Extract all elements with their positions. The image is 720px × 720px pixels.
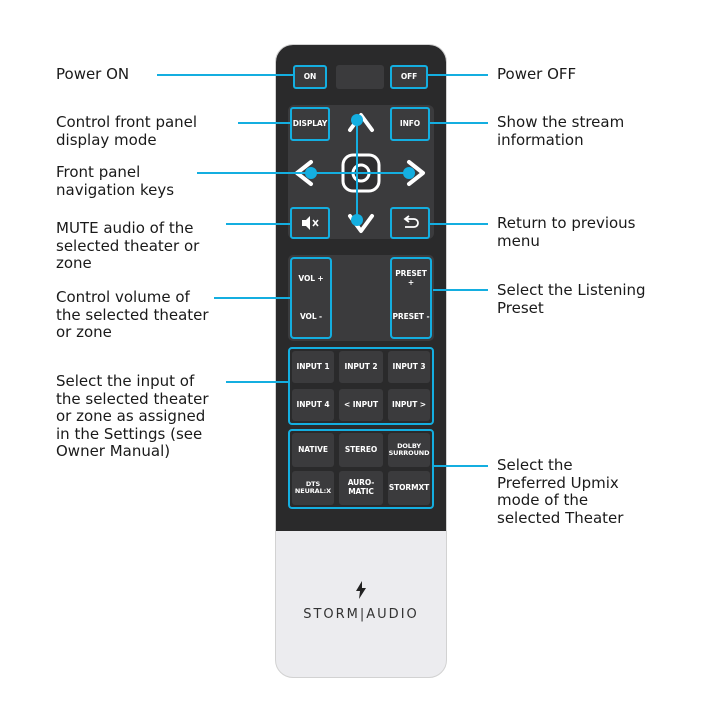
volume-group-outline [290,257,332,339]
on-button[interactable]: ON [293,65,327,89]
label-info: Show the stream information [497,113,625,149]
input1-button[interactable]: INPUT 1 [292,351,334,383]
preset-group-outline [390,257,432,339]
volume-preset-area [288,255,434,341]
back-button[interactable] [390,207,430,239]
input4-button[interactable]: INPUT 4 [292,389,334,421]
label-power-on: Power ON [56,65,130,83]
info-button[interactable]: INFO [390,107,430,141]
stereo-button[interactable]: STEREO [339,433,383,467]
input-group-outline [288,347,434,425]
label-mute: MUTE audio of the selected theater or zo… [56,219,200,272]
auromatic-button[interactable]: AURO- MATIC [339,471,383,505]
preset-minus-button[interactable]: PRESET - [392,311,430,321]
label-preset: Select the Listening Preset [497,281,646,317]
vol-minus-button[interactable]: VOL - [299,311,323,321]
arrow-up-icon[interactable] [345,109,377,135]
off-button[interactable]: OFF [390,65,428,89]
remote-control: ON OFF DISPLAY INFO VOL + VOL - PR [275,44,447,678]
label-display: Control front panel display mode [56,113,198,149]
label-upmix: Select the Preferred Upmix mode of the s… [497,456,624,527]
upmix-group-outline [288,429,434,509]
vol-plus-button[interactable]: VOL + [298,273,324,283]
input-prev-button[interactable]: < INPUT [339,389,383,421]
input-next-button[interactable]: INPUT > [388,389,430,421]
label-power-off: Power OFF [497,65,577,83]
display-button[interactable]: DISPLAY [290,107,330,141]
dts-neuralx-button[interactable]: DTS NEURAL:X [292,471,334,505]
arrow-left-icon[interactable] [290,157,318,189]
preset-plus-button[interactable]: PRESET + [395,269,427,287]
brand-logo: STORM|AUDIO [303,607,419,622]
dolby-surround-button[interactable]: DOLBY SURROUND [388,433,430,467]
input3-button[interactable]: INPUT 3 [388,351,430,383]
ok-ring-icon[interactable] [339,151,383,195]
arrow-right-icon[interactable] [402,157,430,189]
arrow-down-icon[interactable] [345,211,377,237]
mute-button[interactable] [290,207,330,239]
stormxt-button[interactable]: STORMXT [388,471,430,505]
mute-icon [302,216,319,230]
blank-button [336,65,384,89]
label-volume: Control volume of the selected theater o… [56,288,209,341]
back-icon [403,215,419,228]
input2-button[interactable]: INPUT 2 [339,351,383,383]
native-button[interactable]: NATIVE [292,433,334,467]
label-input: Select the input of the selected theater… [56,372,209,460]
label-back: Return to previous menu [497,214,636,250]
label-nav: Front panel navigation keys [56,163,175,199]
bolt-icon [276,581,446,603]
